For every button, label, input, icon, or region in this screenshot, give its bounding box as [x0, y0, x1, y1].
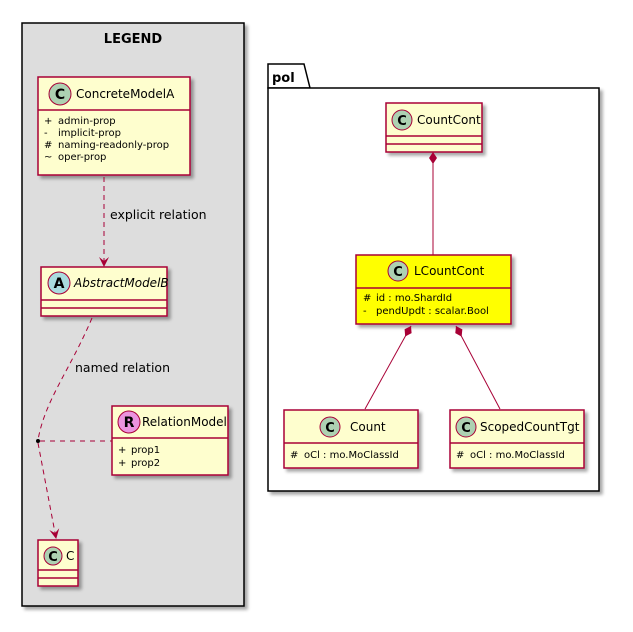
visibility-public-icon: +	[118, 458, 126, 469]
visibility-protected-icon: #	[44, 140, 52, 151]
explicit-relation-label: explicit relation	[110, 207, 207, 222]
class-stereotype-icon	[43, 546, 63, 566]
attribute-label: oCl : mo.MoClassId	[470, 450, 565, 461]
concrete-model-class[interactable]: C ConcreteModelA + admin-prop - implicit…	[37, 76, 191, 176]
class-stereotype-icon	[455, 416, 477, 438]
visibility-private-icon: -	[363, 306, 367, 317]
class-stereotype-letter: C	[397, 114, 407, 129]
visibility-public-icon: +	[118, 445, 126, 456]
attribute-label: prop1	[131, 445, 160, 456]
c-model-class[interactable]: C C	[37, 539, 79, 587]
class-stereotype-icon	[387, 260, 409, 282]
class-stereotype-letter: C	[461, 421, 471, 436]
attribute-label: oper-prop	[58, 152, 106, 163]
class-stereotype-letter: C	[325, 421, 335, 436]
attribute-label: prop2	[131, 458, 160, 469]
class-name: CountCont	[417, 113, 481, 127]
relation-model-class[interactable]: R RelationModel + prop1 + prop2	[111, 405, 229, 476]
relation-stereotype-icon	[117, 410, 141, 434]
class-stereotype-icon	[391, 109, 413, 131]
attribute-label: pendUpdt : scalar.Bool	[376, 306, 489, 317]
scoped-count-tgt-class[interactable]: C ScopedCountTgt # oCl : mo.MoClassId	[449, 409, 585, 469]
legend-title: LEGEND	[104, 32, 163, 47]
attribute-label: oCl : mo.MoClassId	[304, 450, 399, 461]
visibility-package-icon: ~	[44, 152, 52, 163]
class-name: ScopedCountTgt	[480, 420, 580, 434]
visibility-protected-icon: #	[456, 450, 464, 461]
explicit-relation-edge: explicit relation	[99, 177, 207, 267]
visibility-private-icon: -	[44, 128, 48, 139]
class-name: ConcreteModelA	[76, 87, 175, 101]
class-stereotype-icon	[48, 82, 72, 106]
count-class[interactable]: C Count # oCl : mo.MoClassId	[283, 409, 419, 469]
attribute-label: admin-prop	[58, 116, 116, 127]
abstract-stereotype-letter: A	[54, 276, 65, 292]
attribute-label: naming-readonly-prop	[58, 140, 169, 151]
class-name: AbstractModelB	[73, 276, 169, 290]
relation-stereotype-letter: R	[124, 415, 135, 431]
composition-edge	[455, 325, 501, 410]
class-name: Count	[350, 420, 386, 434]
abstract-model-class[interactable]: A AbstractModelB	[40, 266, 169, 317]
class-stereotype-letter: C	[55, 87, 65, 103]
abstract-stereotype-icon	[47, 271, 71, 295]
class-stereotype-icon	[319, 416, 341, 438]
class-name: C	[66, 549, 74, 563]
named-relation-label: named relation	[75, 360, 170, 375]
attribute-label: implicit-prop	[58, 128, 121, 139]
package-name: pol	[272, 71, 295, 86]
lcount-cont-class[interactable]: C LCountCont # id : mo.ShardId - pendUpd…	[355, 254, 512, 325]
class-name: LCountCont	[414, 264, 485, 278]
visibility-protected-icon: #	[290, 450, 298, 461]
count-cont-class[interactable]: C CountCont	[385, 102, 483, 153]
class-stereotype-letter: C	[48, 550, 58, 565]
class-stereotype-letter: C	[393, 265, 403, 280]
visibility-protected-icon: #	[363, 293, 371, 304]
named-relation-edge: named relation	[36, 317, 170, 539]
class-name: RelationModel	[142, 415, 227, 429]
composition-edge	[364, 325, 412, 410]
visibility-public-icon: +	[44, 116, 52, 127]
attribute-label: id : mo.ShardId	[376, 293, 452, 304]
